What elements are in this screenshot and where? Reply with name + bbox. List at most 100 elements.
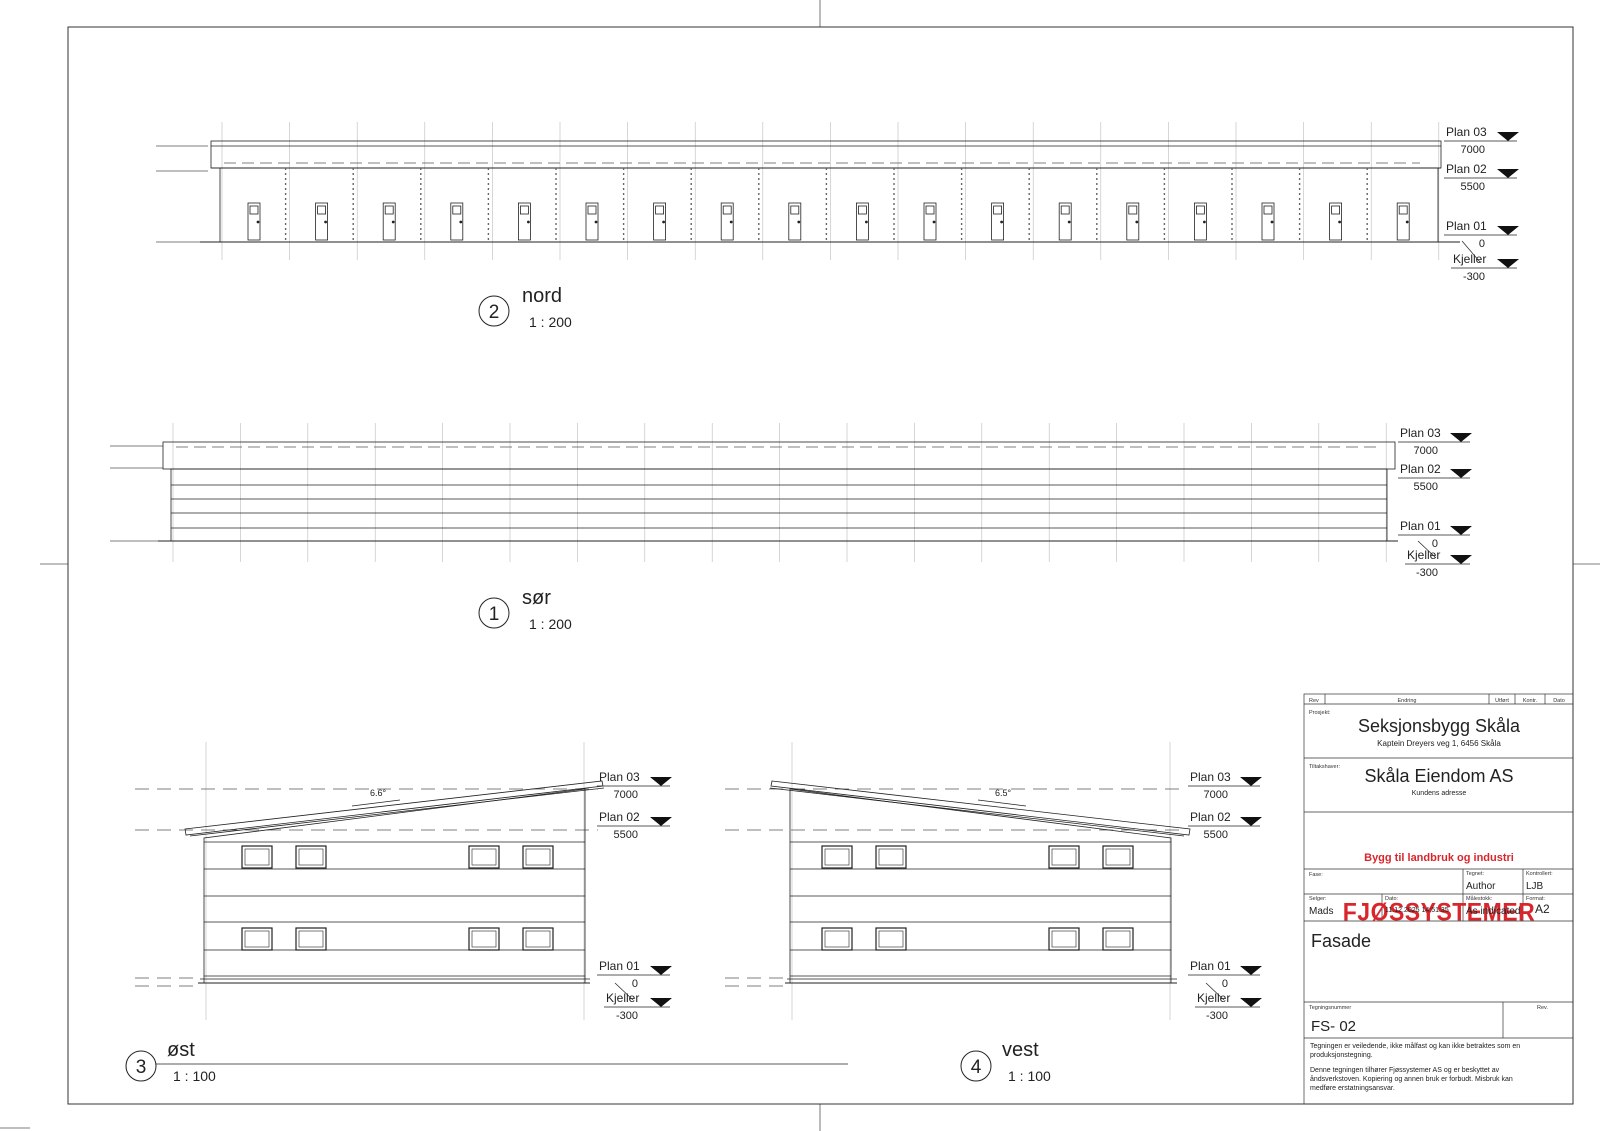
window-frame [824, 848, 850, 866]
level-marker-icon [1240, 998, 1262, 1007]
window-frame [244, 930, 270, 948]
drawing-number: FS- 02 [1311, 1018, 1356, 1035]
level-elevation: 7000 [1204, 789, 1228, 801]
level-marker-icon [1497, 259, 1519, 268]
title-block [1303, 693, 1574, 1105]
door-window [587, 205, 597, 215]
svg-text:Mads: Mads [1309, 906, 1333, 917]
roof-pitch-label: 6.6° [370, 788, 387, 798]
door [991, 202, 1004, 241]
door-handle [932, 220, 936, 224]
window-frame [1105, 930, 1131, 948]
door-window [317, 205, 327, 215]
svg-text:Tegnet:: Tegnet: [1466, 871, 1485, 877]
svg-text:Fase:: Fase: [1309, 872, 1323, 878]
facade-wall [203, 788, 586, 984]
level-elevation: 7000 [1461, 144, 1485, 156]
client-address: Kundens adresse [1412, 790, 1467, 797]
window-frame [298, 848, 324, 866]
leader [1417, 540, 1437, 559]
level-elevation: 0 [1432, 538, 1438, 550]
level-name: Plan 03 [1400, 426, 1441, 440]
level-name: Plan 02 [1446, 162, 1487, 176]
svg-text:Utført: Utført [1495, 698, 1509, 704]
roof-underside [189, 787, 605, 837]
window [1102, 927, 1134, 951]
svg-text:Tegningen er veiledende, ikke: Tegningen er veiledende, ikke målfast og… [1310, 1042, 1522, 1059]
door [1329, 202, 1342, 241]
view-number: 3 [136, 1057, 147, 1078]
svg-text:Selger:: Selger: [1309, 896, 1327, 902]
window [821, 927, 853, 951]
project-address: Kaptein Dreyers veg 1, 6456 Skåla [1377, 739, 1501, 748]
view-scale: 1 : 200 [529, 314, 572, 330]
door [518, 202, 531, 241]
company-slogan: Bygg til landbruk og industri [1364, 852, 1514, 864]
roof [770, 780, 1191, 836]
svg-text:Prosjekt:: Prosjekt: [1309, 710, 1331, 716]
window-frame [525, 930, 551, 948]
door [1261, 202, 1275, 241]
door-handle [324, 220, 328, 224]
svg-text:Dato:: Dato: [1385, 896, 1399, 902]
door-handle [1270, 220, 1274, 224]
level-name: Plan 03 [599, 770, 640, 784]
level-marker-icon [1450, 555, 1472, 564]
level-name: Kjeller [1407, 548, 1440, 562]
level-marker-icon [1240, 777, 1262, 786]
door-handle [256, 220, 260, 224]
window [1048, 927, 1080, 951]
level-name: Plan 02 [1400, 462, 1441, 476]
level-name: Plan 01 [1446, 219, 1487, 233]
window-frame [471, 930, 497, 948]
leader [1205, 982, 1225, 1001]
disclaimer-line: medføre erstatningsansvar. [1310, 1085, 1395, 1092]
view-name: vest [1002, 1039, 1039, 1061]
door-window [1060, 205, 1070, 215]
svg-text:Tiltakshaver:: Tiltakshaver: [1309, 764, 1340, 770]
window [1048, 845, 1080, 869]
window [241, 927, 273, 951]
window-frame [1051, 930, 1077, 948]
level-name: Plan 01 [599, 959, 640, 973]
disclaimer-line: åndsverkstoven. Kopiering og annen bruk … [1310, 1075, 1513, 1083]
sheet-border [67, 26, 1574, 1105]
window-frame [471, 848, 497, 866]
svg-text:LJB: LJB [1526, 881, 1544, 892]
level-elevation: 0 [632, 978, 638, 990]
door-window [1196, 205, 1205, 215]
window-frame [1051, 848, 1077, 866]
level-elevation: -300 [616, 1010, 638, 1022]
door [382, 202, 396, 241]
door-window [925, 205, 935, 215]
svg-text:Dato: Dato [1553, 698, 1565, 704]
svg-text:Tegningsnummer: Tegningsnummer [1309, 1005, 1351, 1011]
window [522, 845, 554, 869]
door-window [993, 205, 1002, 215]
window-frame [824, 930, 850, 948]
door-window [1128, 205, 1138, 215]
window [875, 927, 907, 951]
level-marker-icon [1497, 226, 1519, 235]
level-elevation: -300 [1416, 567, 1438, 579]
level-marker-icon [1497, 169, 1519, 178]
door-window [790, 205, 800, 215]
view-scale: 1 : 200 [529, 616, 572, 632]
level-elevation: 0 [1222, 978, 1228, 990]
level-marker-icon [1450, 526, 1472, 535]
level-name: Kjeller [1197, 991, 1230, 1005]
level-name: Plan 02 [599, 810, 640, 824]
view-number: 1 [489, 604, 500, 625]
view-name: nord [522, 285, 562, 307]
view-scale: 1 : 100 [173, 1068, 216, 1084]
svg-text:Kontr.: Kontr. [1523, 698, 1538, 704]
level-marker-icon [650, 966, 672, 975]
door-handle [865, 220, 868, 224]
door-window [655, 205, 664, 215]
window-frame [878, 930, 904, 948]
svg-text:Endring: Endring [1398, 698, 1417, 704]
